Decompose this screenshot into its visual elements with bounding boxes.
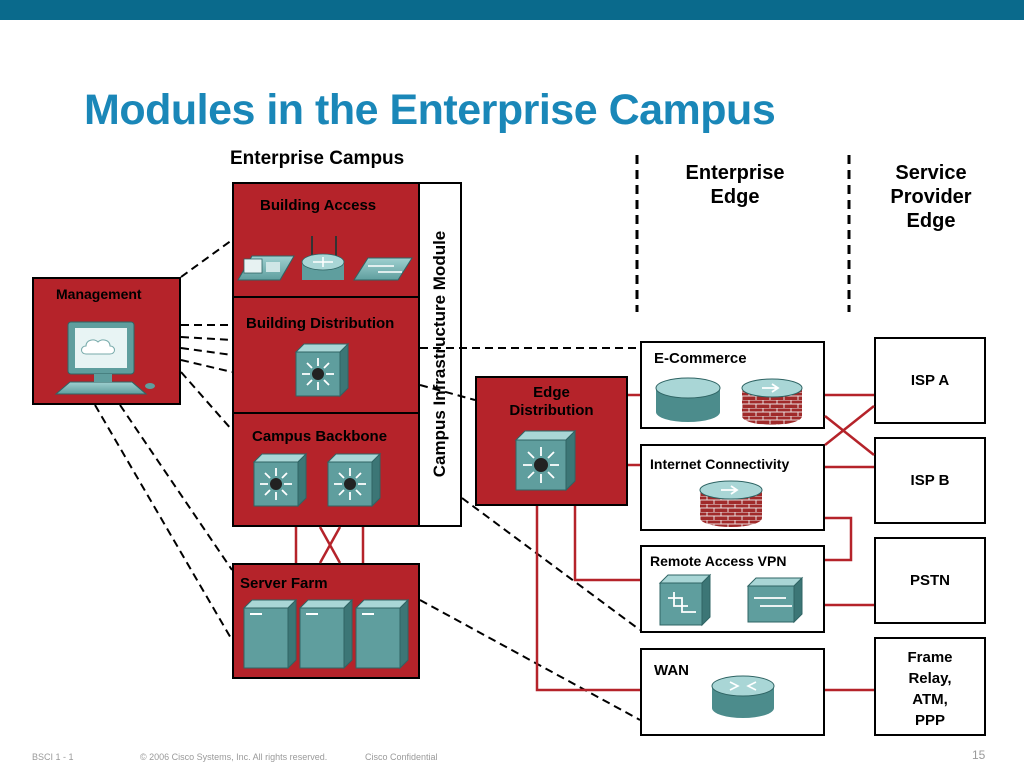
edge-distribution-label-line1: Edge [533,384,570,401]
multilayer-switch-icon [252,452,308,508]
firewall-icon [699,480,763,527]
multilayer-switch-icon [294,342,350,398]
server-icon [242,598,298,670]
router-icon [655,377,721,422]
pstn-box [874,537,986,624]
footer-course-code: BSCI 1 - 1 [32,752,74,762]
isp-a-box [874,337,986,424]
frame-relay-label: Frame Relay, ATM, PPP [874,647,986,731]
footer-copyright: © 2006 Cisco Systems, Inc. All rights re… [140,752,328,762]
edge-distribution-label: Edge Distribution [475,384,628,420]
wan-label: WAN [654,662,689,679]
frame-relay-label-line1: Frame [907,649,953,666]
ip-phone-icon [237,255,295,281]
frame-relay-label-line2: Relay, [908,670,952,687]
enterprise-edge-heading-line1: Enterprise [685,162,785,184]
router-icon [711,675,775,718]
service-provider-edge-heading-line2: Provider [890,186,972,208]
campus-infrastructure-label: Campus Infrastructure Module [430,230,449,478]
isp-b-label: ISP B [910,472,950,489]
ecommerce-label: E-Commerce [654,350,747,367]
management-links [94,239,641,721]
frame-relay-box [874,637,986,736]
footer-confidential: Cisco Confidential [365,752,438,762]
enterprise-edge-heading: Enterprise Edge [660,161,810,209]
management-label: Management [56,286,142,302]
building-access-label: Building Access [260,197,377,214]
server-icon [354,598,410,670]
isp-b-box [874,437,986,524]
vpn-concentrator-icon [658,573,712,627]
remote-access-vpn-label: Remote Access VPN [650,553,787,569]
wireless-ap-icon [301,236,345,280]
enterprise-edge-heading-line2: Edge [710,186,760,208]
top-bar [0,0,1024,20]
switch-icon [746,576,804,624]
campus-infrastructure-module [418,182,462,527]
service-provider-edge-heading-line3: Edge [906,210,956,232]
campus-backbone-label: Campus Backbone [252,428,388,445]
data-links [294,393,875,692]
edge-distribution-label-line2: Distribution [509,402,594,419]
server-icon [298,598,354,670]
service-provider-edge-heading: Service Provider Edge [866,161,996,233]
service-provider-edge-heading-line1: Service [895,162,967,184]
footer-page-number: 15 [972,748,986,762]
server-farm-label: Server Farm [240,575,328,592]
enterprise-campus-heading: Enterprise Campus [230,148,405,169]
switch-icon [353,257,413,281]
multilayer-switch-icon [514,429,577,492]
slide-title: Modules in the Enterprise Campus [84,86,776,134]
internet-connectivity-label: Internet Connectivity [650,456,790,472]
firewall-icon [741,378,803,425]
building-distribution-label: Building Distribution [246,315,395,332]
management-workstation-icon [54,321,155,395]
isp-a-label: ISP A [910,372,950,389]
multilayer-switch-icon [326,452,382,508]
pstn-label: PSTN [909,572,950,589]
frame-relay-label-line4: PPP [914,712,945,729]
frame-relay-label-line3: ATM, [912,691,948,708]
